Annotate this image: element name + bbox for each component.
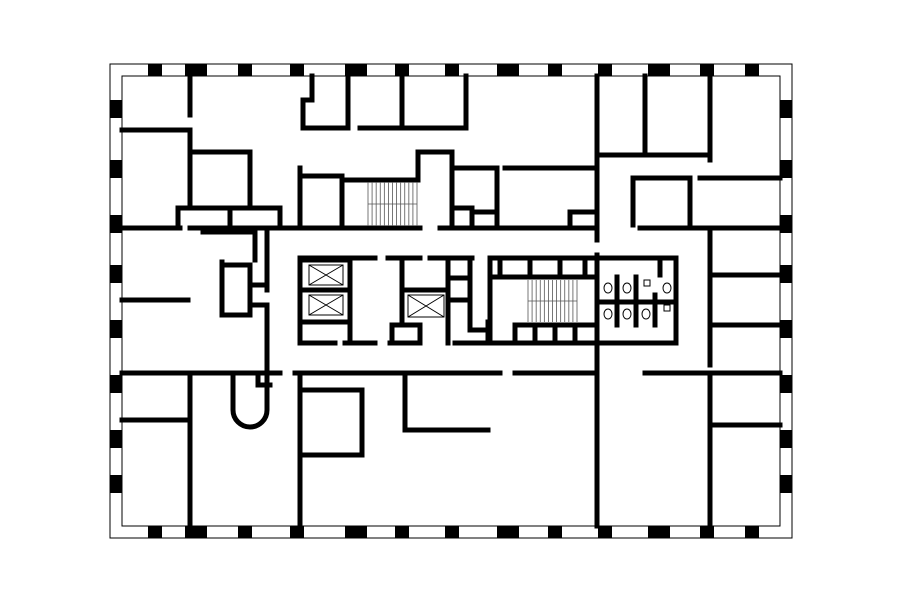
elevator-icon (308, 264, 344, 286)
pier (598, 526, 612, 538)
pier (780, 475, 792, 493)
toilet-icon (622, 308, 632, 320)
toilet-icon (622, 282, 632, 294)
pier (497, 64, 519, 76)
pier (745, 64, 759, 76)
toilet-icon (662, 282, 672, 294)
toilet-icon (641, 308, 651, 320)
elevator-shafts (308, 264, 445, 318)
pier (110, 475, 122, 493)
pier (290, 64, 304, 76)
sink-icon (663, 304, 671, 312)
pier (395, 64, 409, 76)
pier (780, 430, 792, 448)
toilet-icon (603, 308, 613, 320)
pier (780, 160, 792, 178)
pier (110, 100, 122, 118)
pier (110, 375, 122, 393)
pier (548, 64, 562, 76)
elevator-icon (308, 294, 344, 316)
pier (395, 526, 409, 538)
interior-walls (119, 73, 783, 529)
pier (345, 526, 367, 538)
pier (185, 526, 207, 538)
pier (185, 64, 207, 76)
pier (780, 320, 792, 338)
pier (780, 375, 792, 393)
pier (648, 526, 670, 538)
pier (110, 215, 122, 233)
pier (110, 265, 122, 283)
pier (110, 160, 122, 178)
pier (110, 320, 122, 338)
building-core (297, 255, 679, 346)
sink-icon (643, 279, 651, 287)
pier (700, 526, 714, 538)
pier (290, 526, 304, 538)
pier (445, 64, 459, 76)
pier (238, 64, 252, 76)
pier (780, 100, 792, 118)
pier (780, 265, 792, 283)
elevator-icon (407, 294, 445, 318)
stair-top (367, 182, 418, 226)
pier (345, 64, 367, 76)
stair-core (527, 280, 578, 322)
toilet-icon (603, 282, 613, 294)
pier (238, 526, 252, 538)
pier (648, 64, 670, 76)
exterior-envelope (109, 63, 793, 539)
pier (497, 526, 519, 538)
facade-piers (110, 64, 792, 538)
pier (700, 64, 714, 76)
pier (548, 526, 562, 538)
pier (110, 430, 122, 448)
pier (745, 526, 759, 538)
pier (148, 526, 162, 538)
pier (780, 215, 792, 233)
pier (598, 64, 612, 76)
pier (148, 64, 162, 76)
pier (445, 526, 459, 538)
toilet-fixtures (603, 279, 672, 320)
